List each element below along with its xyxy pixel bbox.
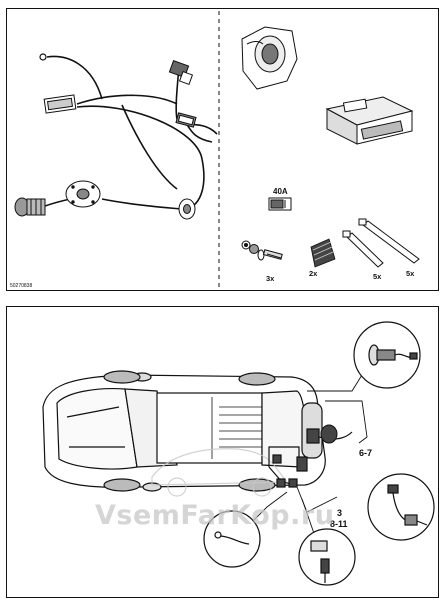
- watermark-car-sketch: [151, 448, 289, 497]
- detail-rear-socket: [353, 321, 421, 389]
- fuse-label: 40A: [273, 187, 288, 196]
- grommet-plate: [65, 180, 101, 208]
- rubber-grommet: [178, 198, 196, 220]
- harness-connector-block: [43, 94, 77, 114]
- step-label-socket-a: 3: [337, 508, 342, 518]
- detail-harness-plug: [367, 473, 435, 541]
- step-label-socket-b: 8-11: [330, 519, 348, 529]
- bolts-quantity: 3x: [266, 274, 275, 283]
- watermark-text: VsemFarKop.ru: [95, 500, 334, 531]
- trailer-socket: [241, 26, 298, 90]
- socket-assembly: [14, 197, 46, 217]
- branch-plug-top: [168, 59, 194, 86]
- tow-socket-rear: [320, 424, 338, 444]
- part-code: 50270838: [10, 283, 32, 289]
- kit-contents-panel: 40A 3x 2x 5x: [6, 8, 439, 291]
- branch-plug-middle: [175, 112, 197, 128]
- detail-connector: [298, 528, 356, 586]
- installation-panel: 6-7 3 8-11 VsemFarKop.ru: [6, 306, 439, 598]
- cable-tie-b-icon: [358, 218, 420, 264]
- cable-tie-a-icon: [342, 230, 384, 268]
- vehicle-outline: [42, 370, 326, 492]
- control-module: [325, 96, 414, 145]
- clip-fastener-icon: [310, 238, 336, 268]
- cable-tie-a-quantity: 5x: [373, 272, 382, 281]
- installation-drawing: 6-7 3 8-11 VsemFarKop.ru: [42, 321, 435, 586]
- step-label-rear: 6-7: [359, 448, 372, 458]
- cable-tie-b-quantity: 5x: [406, 269, 415, 278]
- clips-quantity: 2x: [309, 269, 318, 278]
- ring-terminal: [39, 53, 47, 61]
- kit-contents-drawing: 40A 3x 2x 5x: [10, 11, 420, 290]
- bolt-set-icon: [241, 240, 283, 261]
- detail-ring-terminal: [203, 510, 261, 568]
- fuse-icon: [268, 197, 292, 211]
